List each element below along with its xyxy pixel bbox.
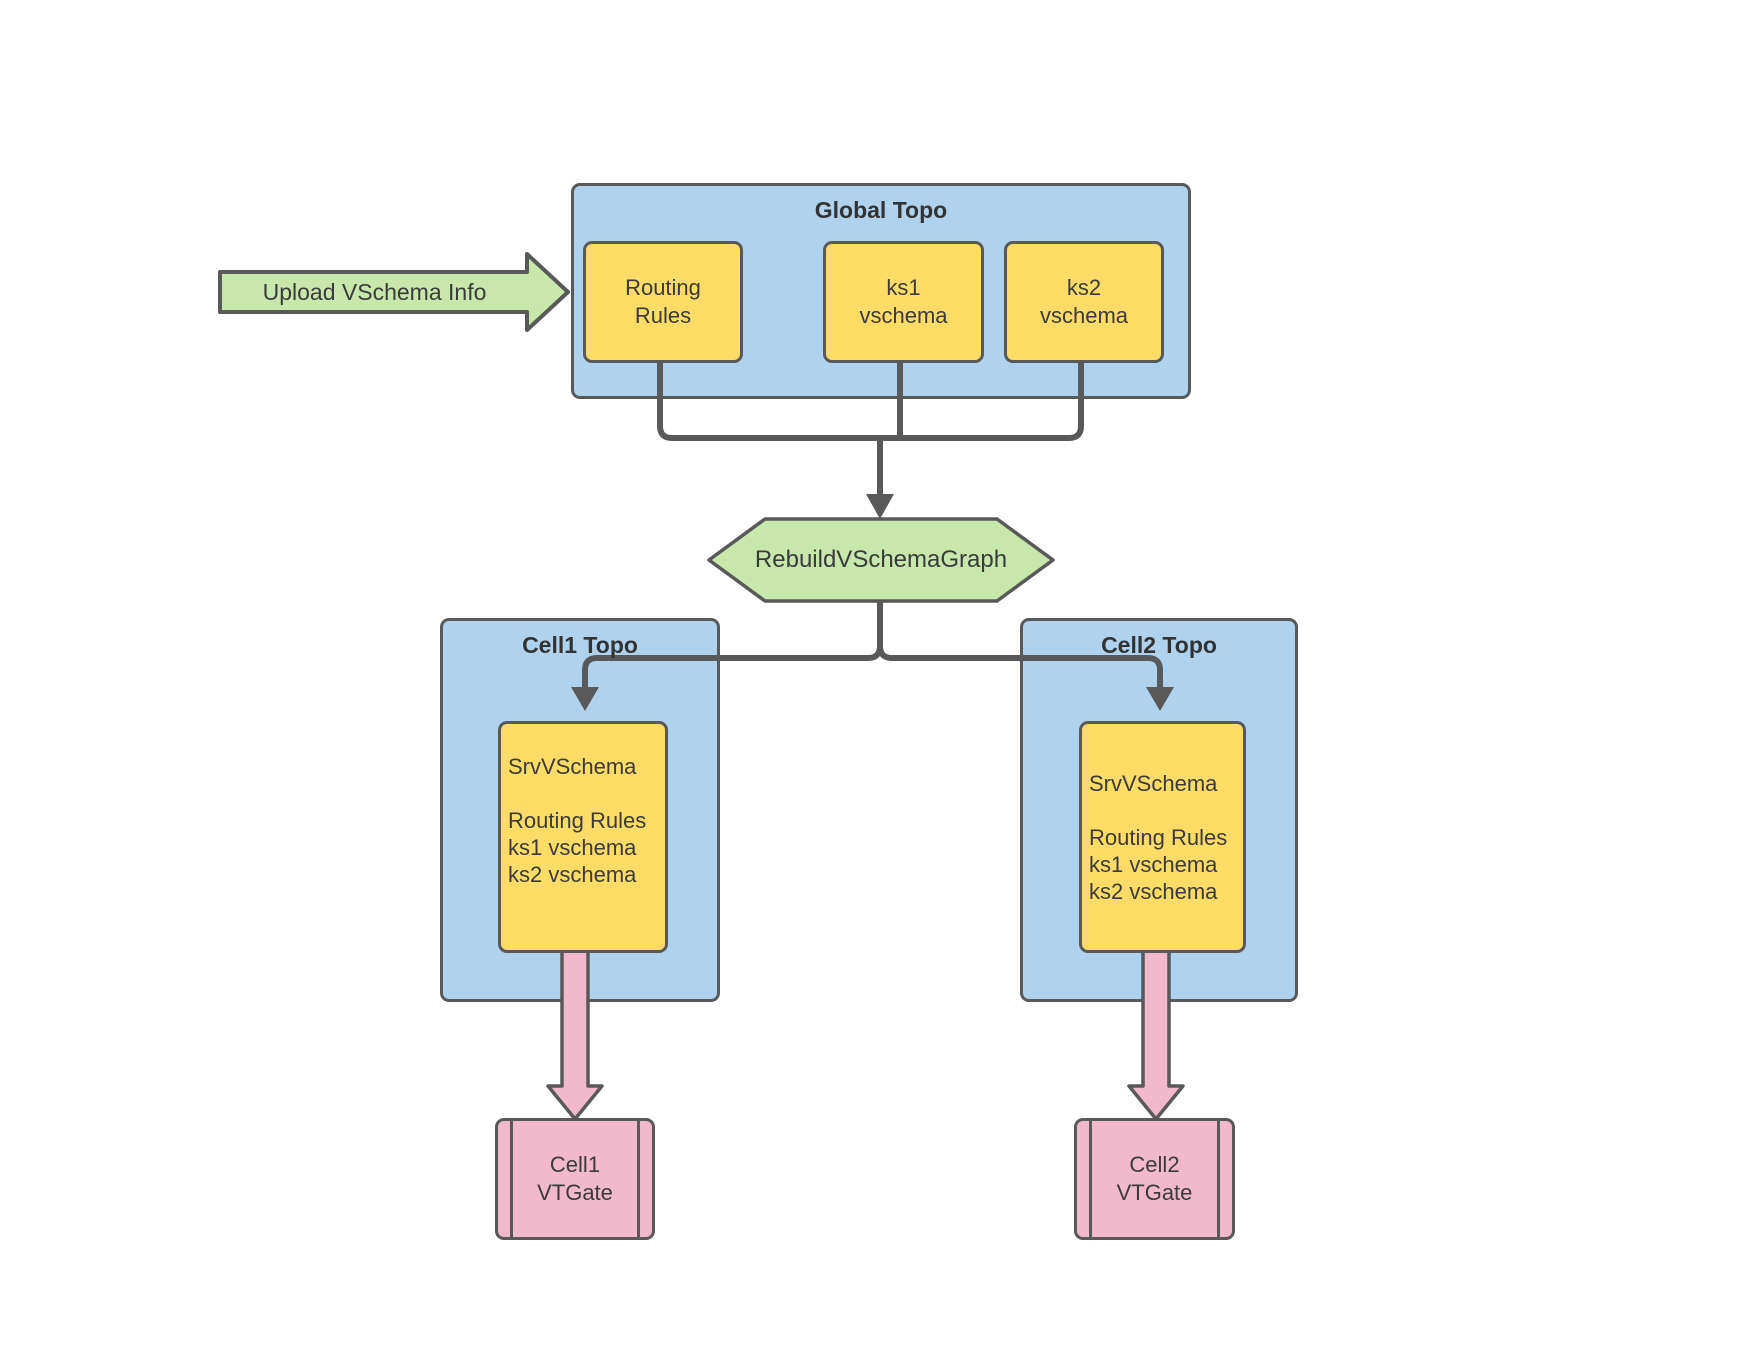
ks2-vschema-label-line2: vschema bbox=[1039, 303, 1129, 328]
cell2-topo-title: Cell2 Topo bbox=[1101, 632, 1217, 658]
cell1-srv-line-1: SrvVSchema bbox=[508, 753, 637, 779]
cell1-srv-line-3: Routing Rules bbox=[508, 807, 647, 833]
cell2-srv-line-5: ks2 vschema bbox=[1089, 878, 1218, 904]
cell2-vtgate-label-line1: Cell2 bbox=[1129, 1152, 1180, 1177]
upload-vschema-label: Upload VSchema Info bbox=[262, 278, 487, 305]
cell1-topo-box: Cell1 Topo SrvVSchema Routing Rules ks1 … bbox=[440, 618, 720, 1002]
cell2-srv-line-4: ks1 vschema bbox=[1089, 851, 1218, 877]
cell1-srv-vschema-node: SrvVSchema Routing Rules ks1 vschema ks2… bbox=[498, 721, 668, 953]
vertical-bar bbox=[1089, 1121, 1092, 1237]
routing-rules-label-line2: Rules bbox=[634, 303, 692, 328]
routing-rules-node: Routing Rules bbox=[583, 241, 743, 363]
cell2-topo-box: Cell2 Topo SrvVSchema Routing Rules ks1 … bbox=[1020, 618, 1298, 1002]
routing-rules-label-line1: Routing bbox=[625, 275, 701, 300]
global-topo-title: Global Topo bbox=[814, 197, 948, 223]
cell2-vtgate-label-line2: VTGate bbox=[1116, 1180, 1193, 1205]
cell2-srv-line-3: Routing Rules bbox=[1089, 824, 1228, 850]
cell1-vtgate-label-line1: Cell1 bbox=[549, 1152, 601, 1177]
ks1-vschema-node: ks1 vschema bbox=[823, 241, 984, 363]
vertical-bar bbox=[1217, 1121, 1220, 1237]
ks1-vschema-label-line1: ks1 bbox=[886, 275, 921, 300]
cell1-srv-line-5: ks2 vschema bbox=[508, 861, 637, 887]
rebuild-vschema-label: RebuildVSchemaGraph bbox=[754, 546, 1008, 573]
cell2-srv-line-1: SrvVSchema bbox=[1089, 770, 1218, 796]
arrow-down-icon bbox=[866, 494, 894, 519]
cell1-vtgate-box: Cell1 VTGate bbox=[495, 1118, 655, 1240]
vertical-bar bbox=[637, 1121, 640, 1237]
cell1-srv-line-4: ks1 vschema bbox=[508, 834, 637, 860]
ks2-vschema-label-line1: ks2 bbox=[1066, 275, 1102, 300]
global-topo-box: Global Topo Routing Rules ks1 vschema ks… bbox=[571, 183, 1191, 399]
vertical-bar bbox=[510, 1121, 513, 1237]
ks2-vschema-node: ks2 vschema bbox=[1004, 241, 1164, 363]
cell2-vtgate-box: Cell2 VTGate bbox=[1074, 1118, 1235, 1240]
cell2-srv-vschema-node: SrvVSchema Routing Rules ks1 vschema ks2… bbox=[1079, 721, 1246, 953]
ks1-vschema-label-line2: vschema bbox=[859, 303, 948, 328]
cell1-topo-title: Cell1 Topo bbox=[522, 632, 638, 658]
cell1-vtgate-label-line2: VTGate bbox=[537, 1180, 613, 1205]
